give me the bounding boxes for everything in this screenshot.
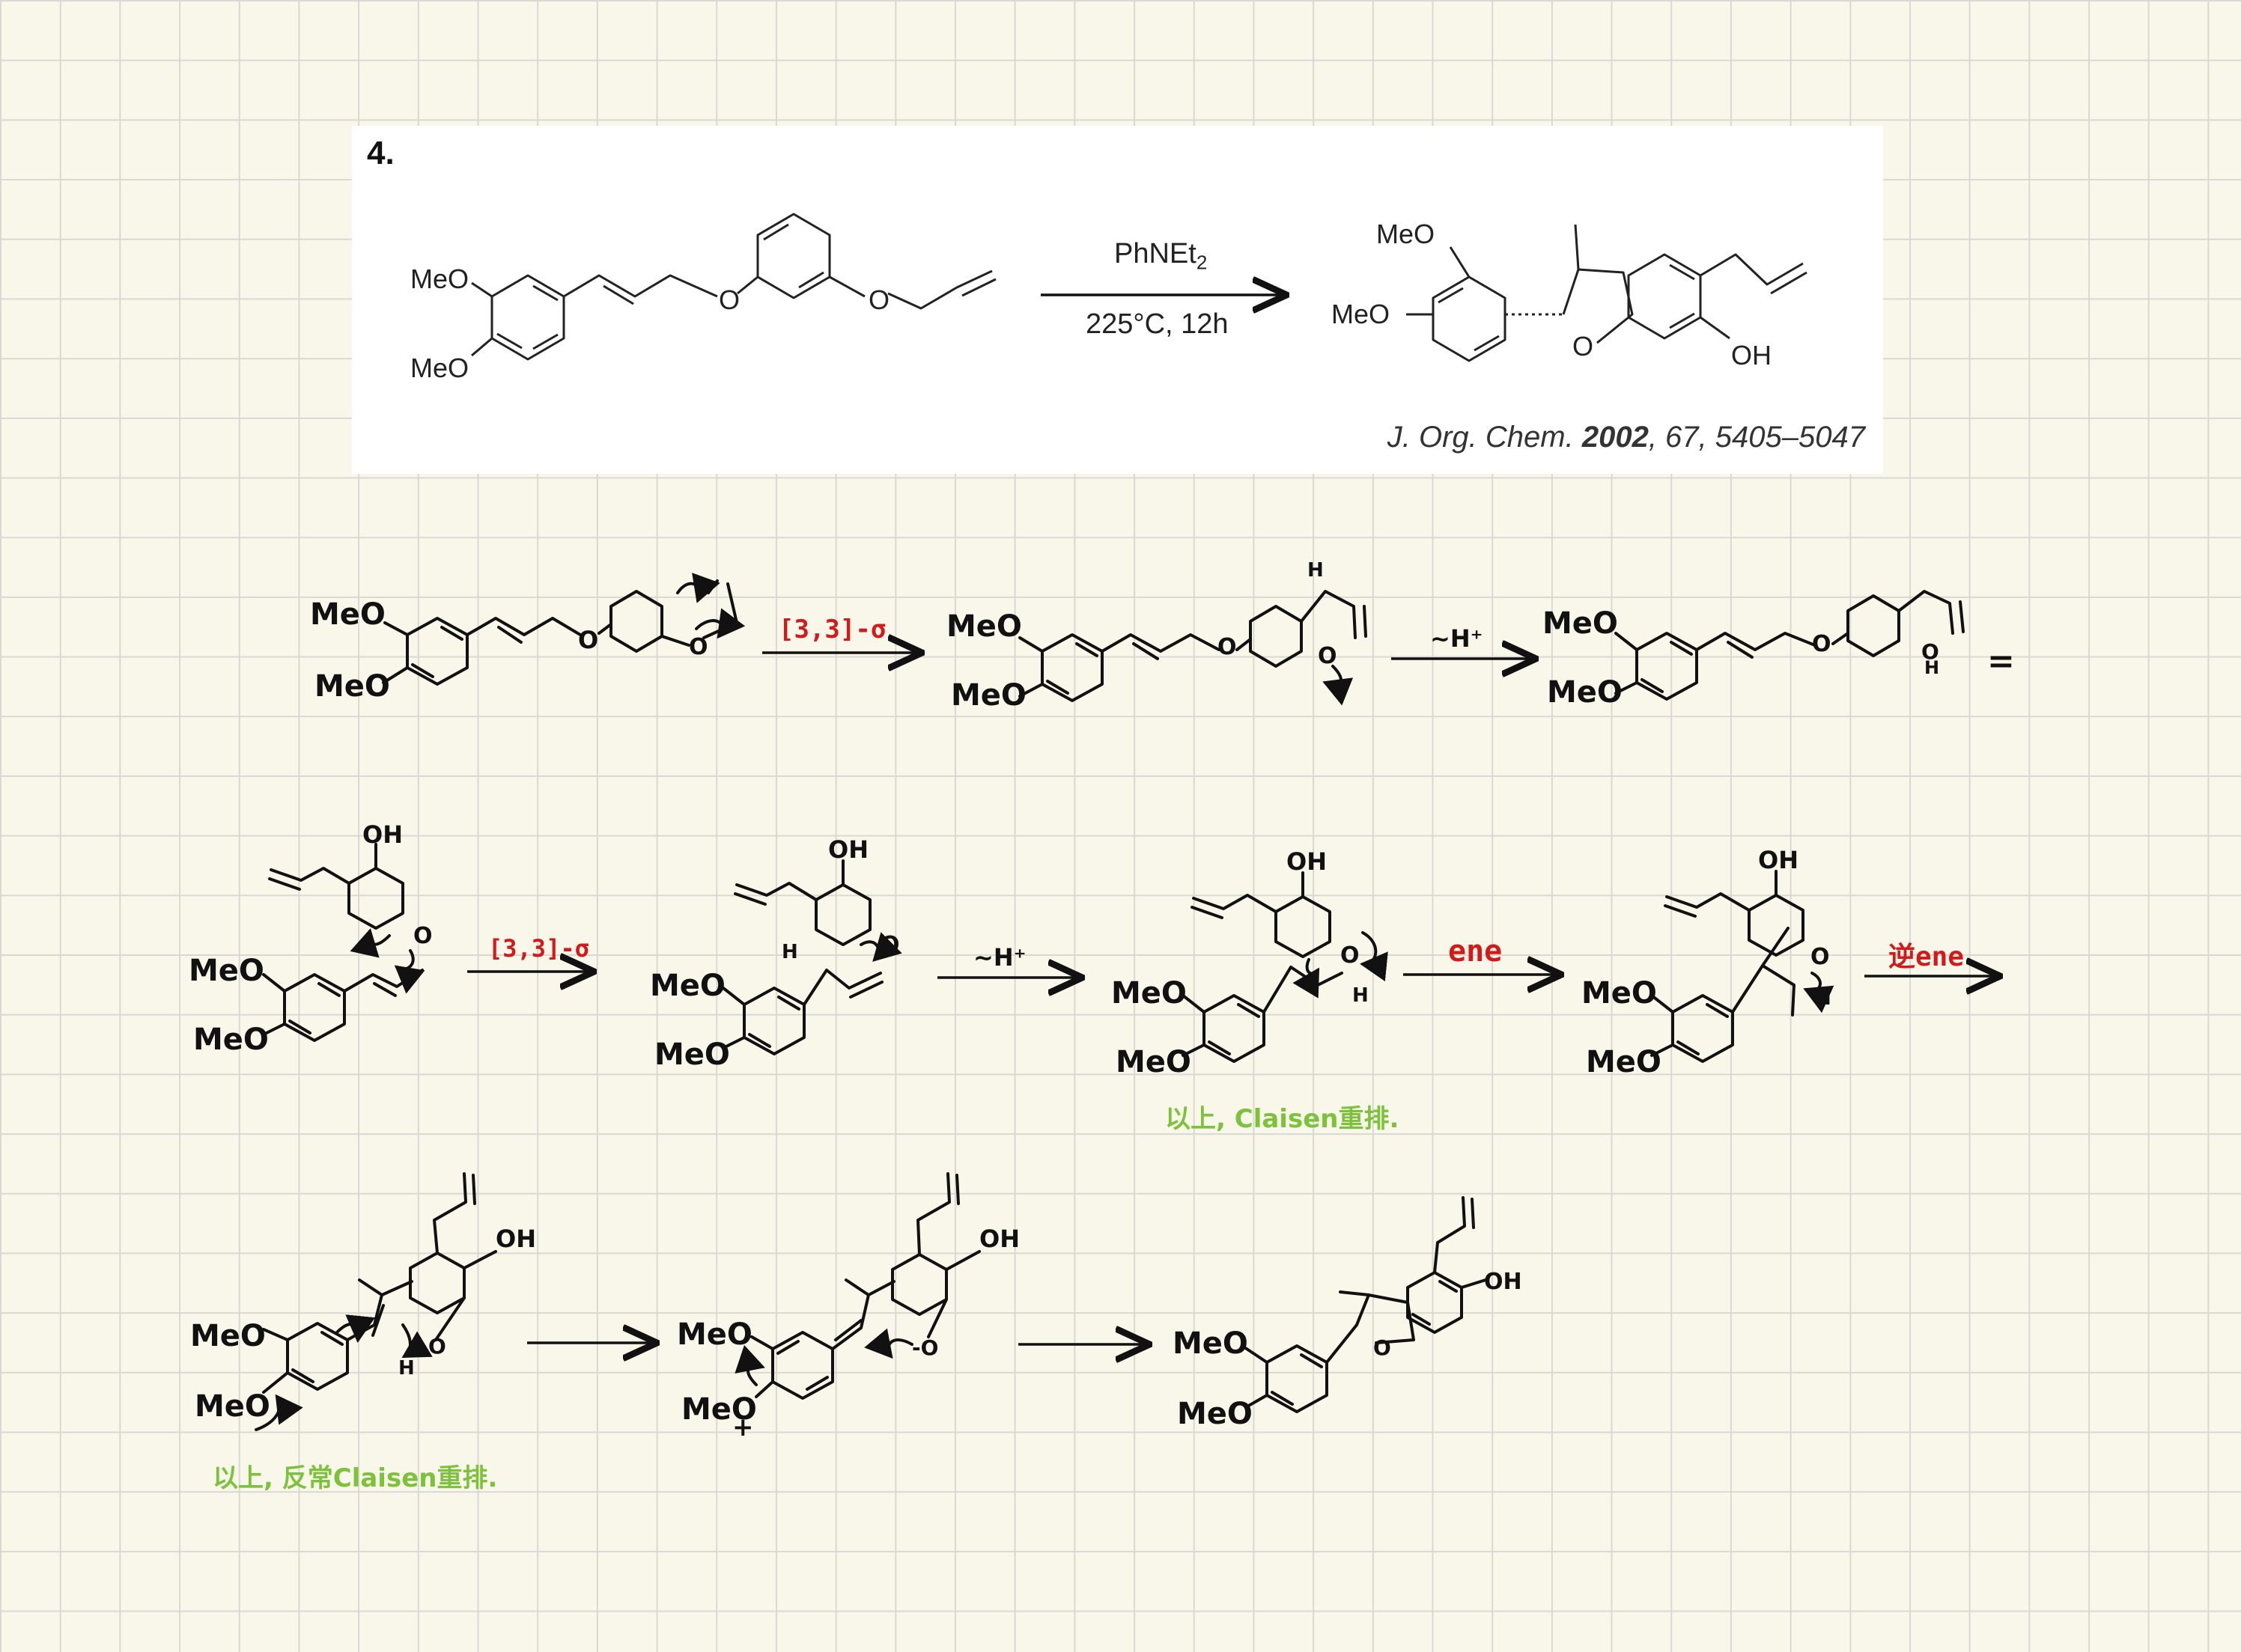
- conditions-label: 225°C, 12h: [1086, 308, 1229, 340]
- svg-text:H: H: [782, 941, 798, 963]
- svg-text:O: O: [1318, 643, 1337, 669]
- svg-text:-O: -O: [912, 1335, 938, 1360]
- row1-structure-2: MeO MeO O H O: [946, 559, 1367, 713]
- svg-text:H: H: [1307, 559, 1324, 582]
- row3-structure-2: MeO MeO + OH -O: [677, 1172, 1020, 1442]
- row2-structure-2: MeO MeO OH O H: [650, 835, 902, 1072]
- svg-text:MeO: MeO: [650, 969, 726, 1003]
- svg-text:MeO: MeO: [946, 609, 1022, 644]
- row2-step-33: [3,3]-σ: [488, 934, 589, 963]
- svg-text:OH: OH: [1484, 1269, 1522, 1295]
- row1-equals: =: [1987, 642, 2015, 680]
- svg-text:+: +: [732, 1412, 754, 1442]
- reagent-label: PhNEt2: [1114, 238, 1208, 274]
- svg-text:MeO: MeO: [681, 1392, 757, 1427]
- svg-text:MeO: MeO: [951, 678, 1027, 713]
- svg-text:MeO: MeO: [314, 669, 390, 704]
- svg-text:O: O: [578, 626, 598, 654]
- meo-label-1: MeO: [410, 263, 469, 294]
- svg-text:OH: OH: [1286, 847, 1327, 876]
- svg-text:MeO: MeO: [1581, 976, 1657, 1011]
- product-ring-o: O: [1572, 331, 1593, 362]
- svg-text:OH: OH: [362, 820, 403, 849]
- citation: J. Org. Chem. 2002, 67, 5405–5047: [1387, 421, 1865, 454]
- svg-text:OH: OH: [496, 1225, 536, 1253]
- svg-text:O: O: [1217, 634, 1237, 660]
- svg-text:MeO: MeO: [190, 1319, 266, 1353]
- product-meo-2: MeO: [1331, 299, 1390, 329]
- ether-o-1: O: [719, 284, 740, 315]
- svg-text:OH: OH: [828, 835, 869, 864]
- svg-text:O: O: [1373, 1335, 1391, 1360]
- svg-text:MeO: MeO: [189, 954, 264, 988]
- meo-label-2: MeO: [410, 353, 469, 383]
- note-abnormal-claisen: 以上, 反常Claisen重排.: [213, 1463, 497, 1493]
- row1-structure-1: MeO MeO O O: [310, 573, 746, 704]
- note-claisen: 以上, Claisen重排.: [1165, 1104, 1399, 1134]
- svg-text:MeO: MeO: [1116, 1045, 1191, 1079]
- row2-step-ene: ene: [1448, 934, 1502, 969]
- svg-text:MeO: MeO: [195, 1389, 270, 1424]
- svg-text:MeO: MeO: [193, 1022, 269, 1057]
- row1-step-33: [3,3]-σ: [779, 615, 886, 644]
- problem-number: 4.: [367, 135, 395, 171]
- svg-text:OH: OH: [979, 1225, 1020, 1253]
- product-structure: MeO MeO O OH: [1331, 219, 1807, 371]
- svg-text:MeO: MeO: [1586, 1045, 1661, 1079]
- row3-structure-1: MeO MeO OH O H: [190, 1172, 536, 1431]
- svg-text:O: O: [428, 1334, 446, 1359]
- svg-text:O: O: [1812, 631, 1831, 657]
- svg-text:MeO: MeO: [310, 597, 386, 632]
- svg-text:MeO: MeO: [654, 1037, 730, 1072]
- svg-text:H: H: [1924, 657, 1939, 678]
- svg-text:H: H: [398, 1357, 415, 1380]
- row3-final-product: MeO MeO O OH: [1173, 1196, 1522, 1431]
- row2-step-retro-ene: 逆ene: [1888, 942, 1964, 972]
- row2-structure-4: MeO MeO OH O H: [1581, 846, 1834, 1079]
- row2-step-proton: ~H⁺: [973, 943, 1026, 972]
- row1-step-proton: ~H⁺: [1430, 624, 1483, 653]
- svg-text:O: O: [413, 923, 433, 949]
- svg-text:MeO: MeO: [1177, 1397, 1253, 1431]
- svg-text:MeO: MeO: [1111, 976, 1187, 1011]
- svg-text:O: O: [1810, 944, 1830, 970]
- svg-text:O: O: [1921, 639, 1939, 664]
- svg-text:MeO: MeO: [677, 1317, 752, 1352]
- ether-o-2: O: [869, 284, 890, 315]
- svg-text:OH: OH: [1758, 846, 1798, 874]
- row1-structure-3: MeO MeO O O H: [1542, 590, 1965, 710]
- svg-text:MeO: MeO: [1173, 1326, 1248, 1361]
- row2-structure-1: MeO MeO OH O: [189, 820, 433, 1057]
- product-oh: OH: [1731, 340, 1772, 371]
- svg-text:H: H: [1352, 984, 1369, 1007]
- svg-text:MeO: MeO: [1542, 606, 1618, 641]
- svg-text:O: O: [881, 932, 900, 958]
- starting-material: MeO MeO O O: [410, 213, 997, 383]
- row2-structure-3: MeO MeO OH O H: [1111, 847, 1388, 1079]
- svg-text:O: O: [1340, 942, 1360, 969]
- product-meo-1: MeO: [1376, 219, 1435, 249]
- svg-text:MeO: MeO: [1547, 675, 1623, 710]
